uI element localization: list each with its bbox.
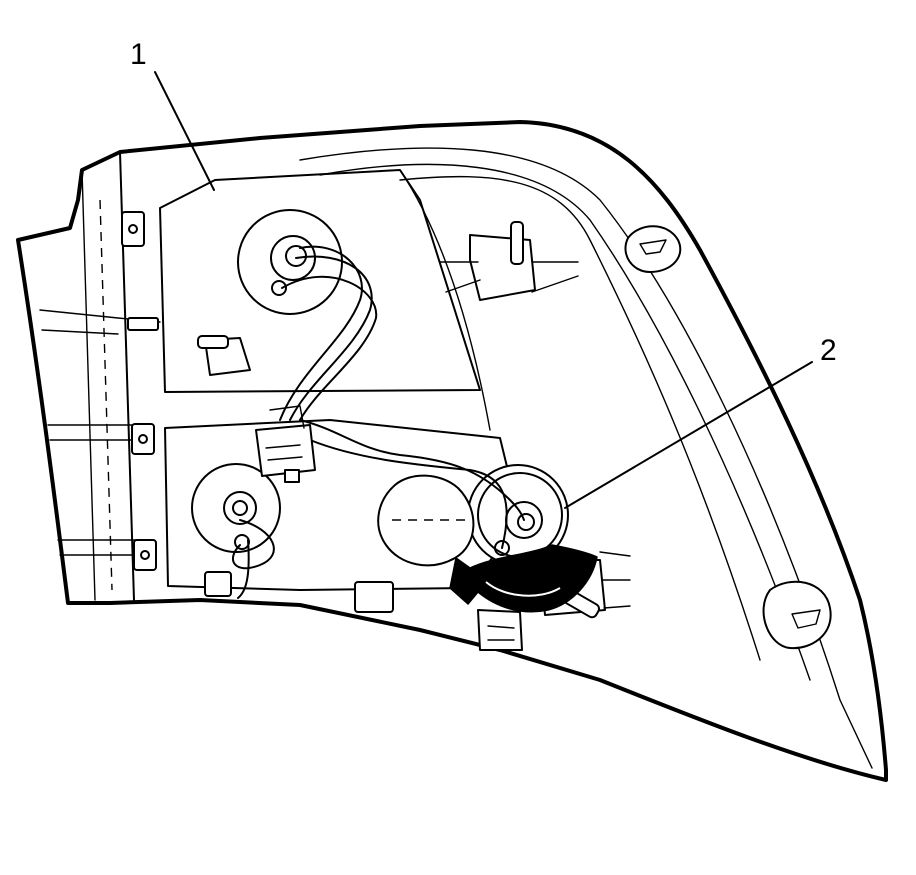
clip-middle	[354, 581, 394, 613]
socket-ring-inner	[223, 491, 257, 525]
mount-tab-middle	[131, 423, 155, 455]
harness-wire-to-target-2	[309, 439, 508, 549]
lens-mounting-studs	[624, 225, 832, 650]
harness-wire-3	[281, 275, 378, 421]
socket-terminal	[494, 540, 510, 556]
counterclockwise-rotation-arrow	[449, 544, 598, 613]
upper-stud-detail	[639, 239, 667, 255]
clip-right	[477, 609, 523, 651]
lens-rim-line-3	[399, 175, 761, 661]
flange-dashed-edge	[99, 199, 113, 591]
callout-1-label: 1	[130, 38, 147, 71]
connector-body	[255, 424, 316, 477]
harness-connector	[255, 405, 316, 483]
lower-stud-pad	[762, 580, 832, 650]
socket-core	[232, 500, 248, 516]
flange-rib-1	[47, 424, 135, 441]
clip-left	[204, 571, 232, 597]
pin-shaft	[197, 335, 229, 349]
lower-stud-detail	[791, 609, 821, 629]
harness-wire-to-target-1	[299, 419, 525, 521]
upper-panel-crease	[399, 169, 491, 431]
housing-flange-inner-edge	[81, 169, 96, 601]
callout-2-label: 2	[820, 334, 837, 367]
pin-bracket	[469, 234, 536, 301]
mount-hole-middle	[138, 434, 148, 444]
socket-ring-inner	[270, 235, 316, 281]
mount-hole-bottom	[140, 550, 150, 560]
upper-bulb-panel	[121, 169, 491, 431]
socket-terminal	[271, 280, 287, 296]
pin-fins	[599, 551, 631, 609]
callout-2-leader-line	[564, 361, 813, 509]
upper-panel-outline	[159, 169, 481, 393]
socket-core	[517, 513, 535, 531]
alignment-pin-upper-right	[439, 221, 579, 301]
socket-ring-outer	[191, 463, 281, 553]
connector-detail	[265, 405, 305, 461]
mount-hole-top	[128, 224, 138, 234]
pin-shaft	[510, 221, 524, 265]
housing-outer-edge	[16, 120, 888, 782]
housing-clips	[204, 571, 523, 651]
mount-tab-bottom	[133, 539, 157, 571]
lower-left-bulb-socket	[191, 463, 281, 599]
lamp-housing	[16, 120, 888, 782]
upper-stud-pad	[624, 225, 682, 273]
lens-rim-line	[299, 147, 873, 769]
socket-ring-outer	[237, 209, 343, 315]
alignment-pin-upper-left	[197, 335, 251, 376]
harness-wire-1	[279, 245, 363, 421]
lens-rim-line-2	[319, 163, 811, 681]
upper-left-bulb-socket	[237, 209, 343, 315]
harness-wire-2	[289, 255, 373, 421]
rotation-arrow-highlight	[485, 581, 561, 597]
flange-rib-2	[57, 539, 137, 556]
mount-tab-top	[121, 211, 145, 247]
wiring-harness	[279, 245, 525, 549]
bulb-opening	[377, 474, 475, 567]
strap-slot	[127, 317, 159, 331]
clip-right-detail	[487, 625, 515, 641]
connector-latch	[284, 469, 300, 483]
callout-1-leader-line	[154, 71, 215, 191]
socket-wire-loop	[231, 519, 275, 599]
pin-fins	[439, 261, 579, 293]
